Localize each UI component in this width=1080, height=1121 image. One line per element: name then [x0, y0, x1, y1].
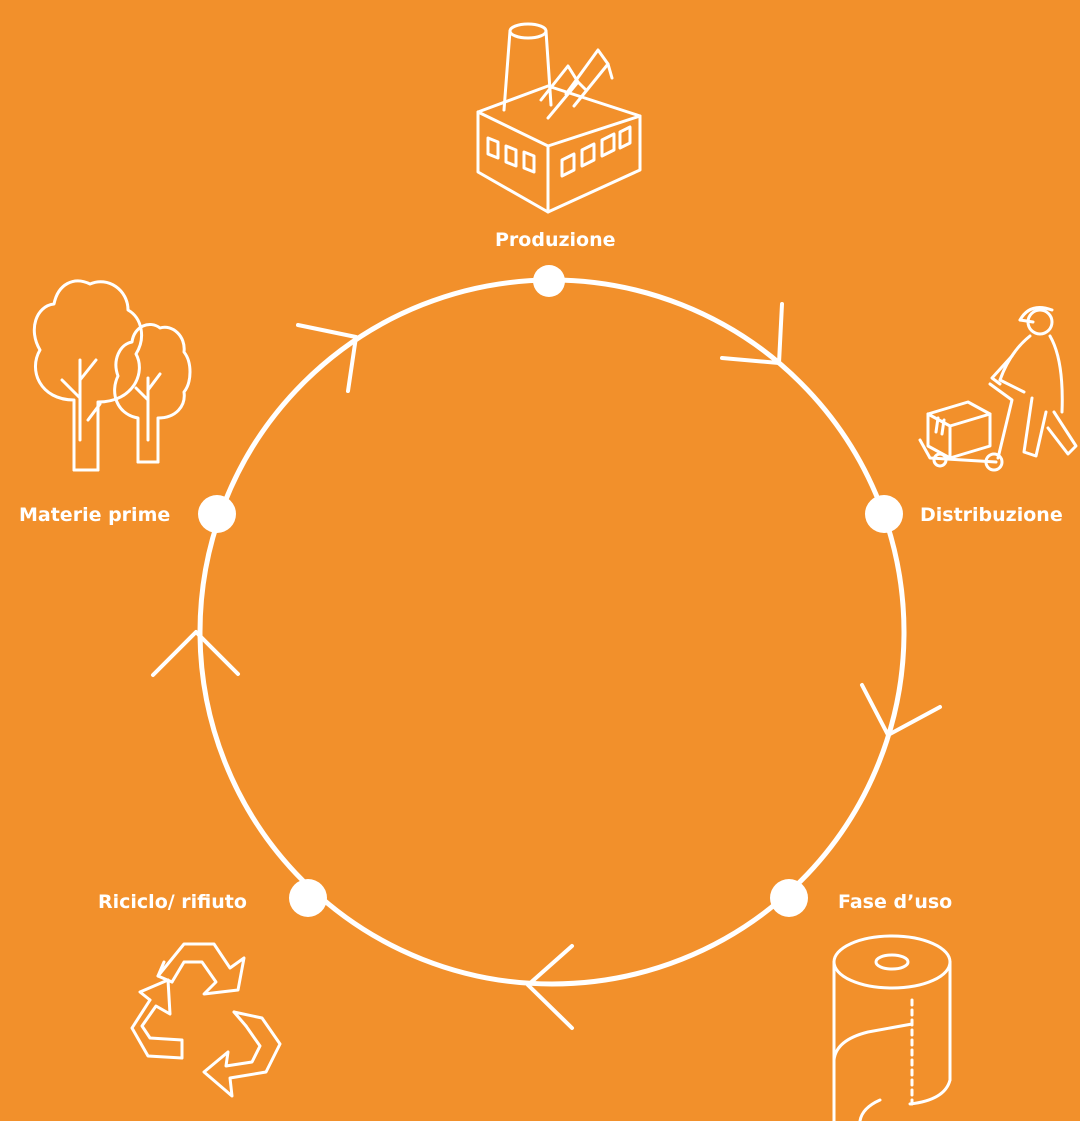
label-riciclo: Riciclo/ rifiuto — [98, 891, 247, 913]
arrow-to-materie-prime — [151, 630, 240, 677]
arrow-to-fase-uso — [860, 683, 942, 737]
recycle-icon — [130, 942, 282, 1098]
factory-icon — [476, 22, 642, 214]
cycle-circle — [197, 277, 907, 987]
node-fase-uso — [770, 879, 808, 917]
node-materie-prime — [198, 495, 236, 533]
node-produzione — [533, 265, 565, 297]
node-distribuzione — [865, 495, 903, 533]
label-produzione: Produzione — [495, 229, 616, 251]
label-fase-uso: Fase d’uso — [838, 891, 953, 913]
label-materie-prime: Materie prime — [19, 504, 171, 526]
trees-icon — [32, 279, 192, 472]
delivery-worker-icon — [918, 306, 1078, 472]
arrow-to-riciclo — [526, 944, 574, 1030]
arrow-to-distribuzione — [720, 302, 784, 365]
paper-towel-roll-icon — [832, 934, 952, 1121]
label-distribuzione: Distribuzione — [920, 504, 1063, 526]
node-riciclo — [289, 879, 327, 917]
arrow-to-produzione — [296, 323, 358, 393]
